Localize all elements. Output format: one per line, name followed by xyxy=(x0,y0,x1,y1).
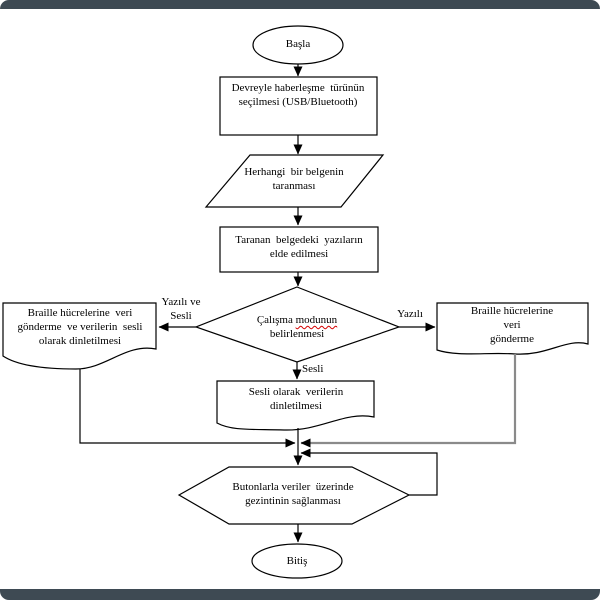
braille-and-audio-document xyxy=(2,302,157,370)
navigate-hexagon xyxy=(177,466,411,525)
get-text-rect xyxy=(219,226,379,273)
audio-only-document xyxy=(216,380,375,431)
scan-doc-parallelogram xyxy=(204,154,385,208)
edge-navigate-loopback xyxy=(300,448,438,496)
window-top-bar xyxy=(0,0,600,9)
braille-only-document xyxy=(436,302,589,355)
edge-braille-only-to-merge xyxy=(300,354,517,448)
start-oval xyxy=(252,25,344,65)
select-comm-rect xyxy=(219,76,378,136)
end-oval xyxy=(251,543,343,579)
decision-diamond xyxy=(194,286,401,363)
edge-braille-and-audio-to-merge xyxy=(79,369,296,448)
window-bottom-bar xyxy=(0,589,600,600)
